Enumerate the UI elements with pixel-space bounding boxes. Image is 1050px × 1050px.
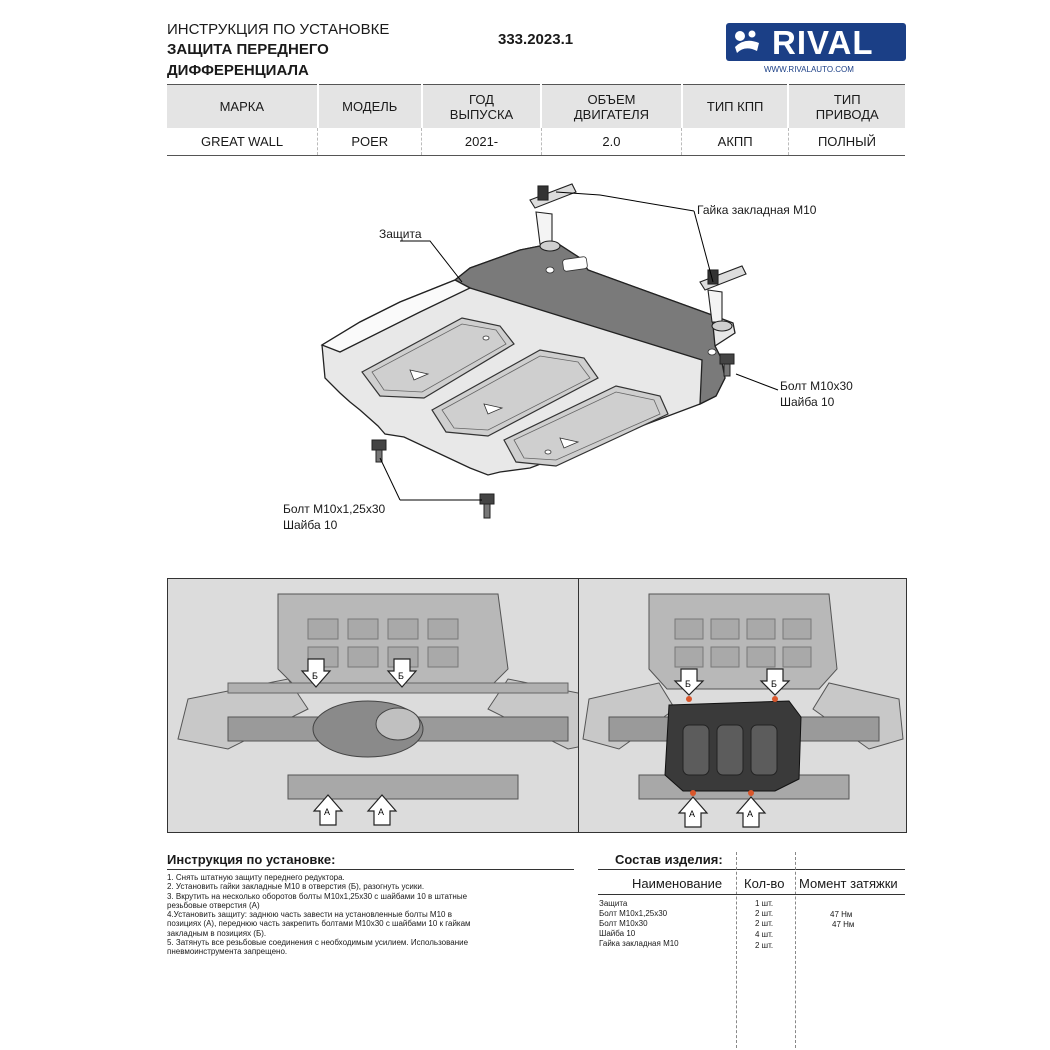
marker-b-left [673, 668, 705, 696]
marker-b-left-label: Б [312, 671, 318, 681]
label-washer-right: Шайба 10 [780, 395, 835, 409]
instruction-line: 3. Вкрутить на несколько оборотов болты … [167, 891, 468, 901]
col-drive: ТИП ПРИВОДА [788, 84, 905, 128]
logo-emblem-icon [735, 30, 759, 53]
part-number: 333.2023.1 [498, 31, 574, 48]
bolt-bottom [479, 493, 495, 519]
instructions-list: 1. Снять штатную защиту переднего редукт… [167, 873, 577, 957]
instruction-line: пневмоинструмента запрещено. [167, 947, 288, 957]
item-qty: 1 шт. [755, 899, 774, 908]
col-gearbox: ТИП КПП [681, 84, 790, 128]
instructions-divider [167, 869, 574, 870]
column-divider [736, 852, 737, 1048]
marker-b-right [386, 658, 418, 688]
col-qty-header: Кол-во [744, 876, 785, 891]
instructions-title: Инструкция по установке: [167, 852, 336, 867]
cell-drive: ПОЛНЫЙ [817, 134, 877, 149]
marker-a-right [735, 796, 767, 828]
cell-engine: 2.0 [541, 128, 683, 156]
table-row: GREAT WALL POER 2021- 2.0 АКПП ПОЛНЫЙ [167, 128, 905, 156]
instruction-line: 2. Установить гайки закладные М10 в отве… [167, 882, 425, 892]
item-name: Шайба 10 [599, 929, 636, 938]
instruction-line: закладным в позициях (Б). [167, 928, 267, 938]
item-qty: 2 шт. [755, 919, 774, 928]
logo-wordmark: RIVAL [772, 24, 874, 61]
composition-divider [598, 869, 905, 870]
instruction-line: 5. Затянуть все резьбовые соединения с н… [167, 938, 469, 948]
instruction-line: позициях (А), переднюю часть закрепить б… [167, 919, 471, 929]
column-divider [795, 852, 796, 1048]
doc-title-line-2: ЗАЩИТА ПЕРЕДНЕГО [167, 41, 329, 58]
composition-header-divider [598, 894, 905, 895]
marker-a-right [366, 794, 398, 826]
marker-b-right [759, 668, 791, 696]
col-name-header: Наименование [632, 876, 723, 891]
label-shield: Защита [379, 227, 422, 241]
photo-before-install: Б Б А А [167, 578, 629, 833]
cage-nut-top [529, 183, 577, 252]
col-year: ГОД ВЫПУСКА [421, 84, 543, 128]
marker-a-right-label: А [378, 807, 384, 817]
item-name: Гайка закладная М10 [599, 939, 679, 948]
spec-table-header: МАРКА МОДЕЛЬ ГОД ВЫПУСКА ОБЪЕМ ДВИГАТЕЛЯ… [167, 84, 905, 128]
instruction-line: 1. Снять штатную защиту переднего редукт… [167, 873, 345, 882]
shield-pockets-inner [371, 323, 661, 461]
item-name: Болт М10х1,25х30 [599, 909, 668, 918]
composition-title: Состав изделия: [615, 852, 723, 867]
cage-nut-right [699, 265, 747, 332]
doc-title-line-1: ИНСТРУКЦИЯ ПО УСТАНОВКЕ [167, 21, 390, 38]
marker-b-right-label: Б [771, 679, 777, 689]
cell-model: POER [317, 128, 423, 156]
col-model: МОДЕЛЬ [317, 84, 423, 128]
item-name: Болт М10х30 [599, 919, 648, 928]
label-bolt-m10x125: Болт М10х1,25х30 [283, 502, 386, 516]
marker-a-left [677, 796, 709, 828]
mounting-holes [482, 256, 717, 455]
marker-a-left-label: А [324, 807, 330, 817]
marker-a-right-label: А [747, 809, 753, 819]
item-torque: 47 Нм [830, 910, 853, 919]
col-engine: ОБЪЕМ ДВИГАТЕЛЯ [541, 84, 683, 128]
cell-gearbox: АКПП [681, 128, 789, 156]
item-torque: 47 Нм [832, 920, 855, 929]
item-qty: 2 шт. [755, 941, 774, 950]
instruction-line: 4.Установить защиту: заднюю часть завест… [167, 910, 452, 920]
vehicle-spec-table: МАРКА МОДЕЛЬ ГОД ВЫПУСКА ОБЪЕМ ДВИГАТЕЛЯ… [167, 84, 905, 156]
brand-url: WWW.RIVALAUTO.COM [764, 65, 854, 74]
marker-a-left [312, 794, 344, 826]
item-name: Защита [599, 899, 628, 908]
col-torque-header: Момент затяжки [799, 876, 898, 891]
label-washer-left: Шайба 10 [283, 518, 338, 532]
leader-lines [379, 191, 779, 501]
label-bolt-m10x30: Болт М10х30 [780, 379, 853, 393]
bolt-left [371, 439, 387, 463]
item-qty: 4 шт. [755, 930, 774, 939]
marker-b-left-label: Б [685, 679, 691, 689]
marker-b-right-label: Б [398, 671, 404, 681]
photo-after-install: Б Б А А [578, 578, 907, 833]
cell-year: 2021- [421, 128, 542, 156]
label-cage-nut: Гайка закладная М10 [697, 203, 817, 217]
exploded-assembly-diagram [320, 183, 779, 519]
doc-title-line-3: ДИФФЕРЕНЦИАЛА [167, 62, 309, 79]
bolt-right [719, 353, 735, 377]
shield-pockets [361, 317, 669, 467]
marker-b-left [300, 658, 332, 688]
cell-brand: GREAT WALL [167, 128, 319, 156]
item-qty: 2 шт. [755, 909, 774, 918]
direction-arrows-icon [409, 369, 580, 449]
marker-a-left-label: А [689, 809, 695, 819]
instruction-line: резьбовые отверстия (А) [167, 900, 260, 910]
col-brand: МАРКА [167, 84, 319, 128]
